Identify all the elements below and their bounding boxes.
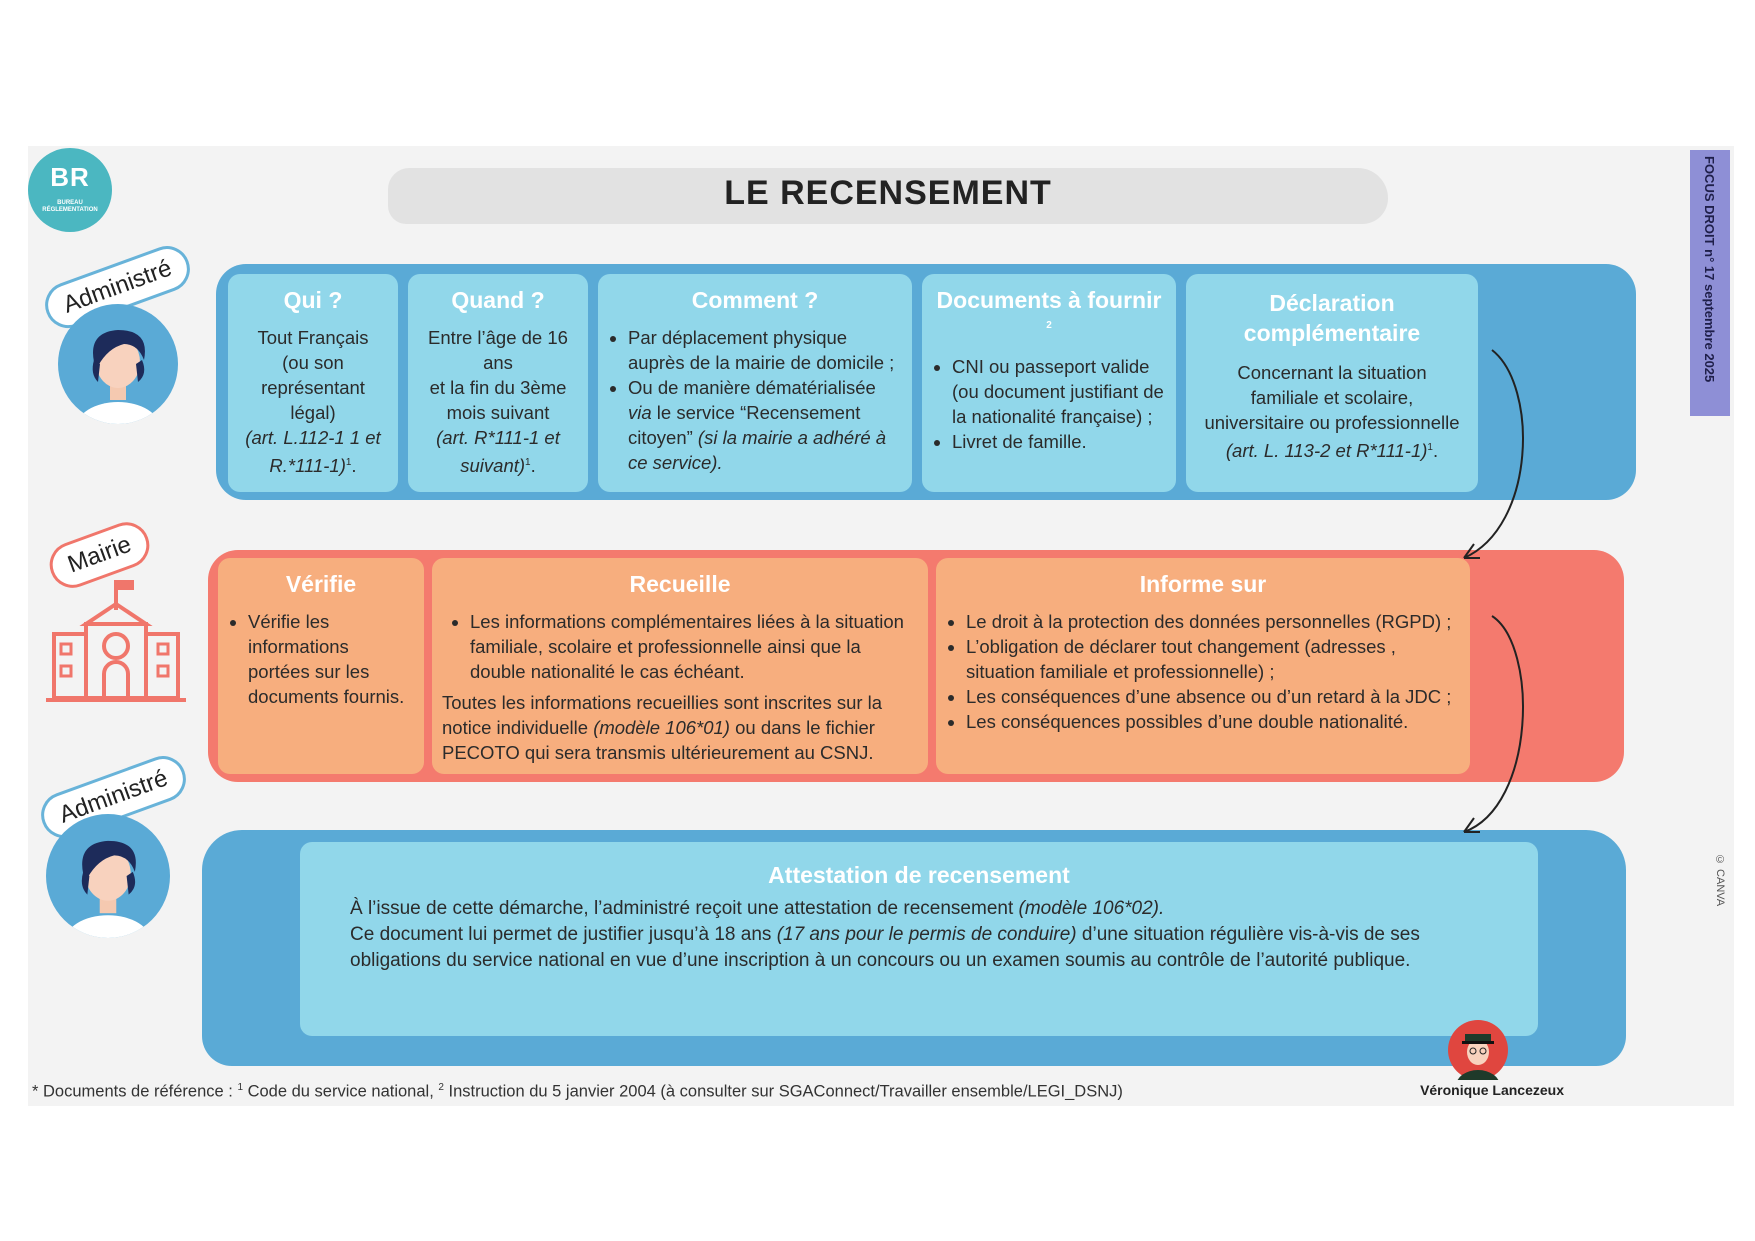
recueille-p-italic: (modèle 106*01) — [593, 717, 730, 738]
declaration-line3: universitaire ou professionnelle — [1204, 412, 1460, 433]
person-avatar-bottom — [46, 814, 170, 938]
comment-b2-mid: le service “Recensement citoyen” — [628, 402, 861, 448]
card-documents: Documents à fournir 2 CNI ou passeport v… — [922, 274, 1176, 492]
footnote: * Documents de référence : 1 Code du ser… — [32, 1082, 1123, 1102]
card-recueille-title: Recueille — [629, 571, 731, 597]
qui-ref: (art. L.112-1 1 et — [245, 427, 381, 448]
qui-end: . — [351, 455, 357, 477]
footnote-a: * Documents de référence : — [32, 1082, 238, 1101]
documents-bullet-2: Livret de famille. — [952, 429, 1166, 454]
attestation-p1-italic: (modèle 106*02). — [1018, 898, 1165, 919]
card-informe-title: Informe sur — [1139, 571, 1267, 597]
card-attestation: Attestation de recensement À l’issue de … — [300, 842, 1538, 1036]
card-quand-title: Quand ? — [451, 287, 545, 313]
comment-b2-italic: (si la mairie a adhéré à ce service). — [628, 427, 887, 473]
card-qui-title: Qui ? — [283, 287, 343, 313]
footnote-sup1: 1 — [237, 1082, 243, 1093]
logo-subtext: BUREAU RÉGLEMENTATION — [42, 200, 98, 213]
comment-b2-via: via — [628, 402, 652, 423]
recueille-paragraph: Toutes les informations recueillies sont… — [442, 690, 918, 765]
quand-sup: 1 — [525, 457, 531, 468]
attestation-paragraph-2: Ce document lui permet de justifier jusq… — [350, 922, 1488, 974]
canva-credit: © CANVA — [1714, 854, 1726, 907]
quand-ref2: suivant) — [460, 455, 526, 477]
recueille-p2: ou dans le fichier PECOTO qui sera trans… — [442, 717, 875, 763]
recueille-bullet-1: Les informations complémentaires liées à… — [470, 609, 918, 684]
recueille-p1: Toutes les informations recueillies sont… — [442, 692, 883, 738]
card-comment: Comment ? Par déplacement physique auprè… — [598, 274, 912, 492]
card-quand: Quand ? Entre l’âge de 16 ans et la fin … — [408, 274, 588, 492]
logo-text: BR — [50, 162, 90, 192]
card-attestation-title: Attestation de recensement — [768, 862, 1070, 888]
card-qui: Qui ? Tout Français (ou son représentant… — [228, 274, 398, 492]
card-verifie: Vérifie Vérifie les informations portées… — [218, 558, 424, 774]
card-documents-title: Documents à fournir 2 — [932, 288, 1166, 342]
attestation-p2-start: Ce document lui permet de justifier jusq… — [350, 924, 777, 945]
author-name: Véronique Lancezeux — [1420, 1082, 1564, 1098]
informe-bullet-3: Les conséquences d’une absence ou d’un r… — [966, 684, 1460, 709]
documents-title-text: Documents à fournir — [936, 287, 1162, 313]
card-informe: Informe sur Le droit à la protection des… — [936, 558, 1470, 774]
qui-line2: (ou son — [282, 352, 344, 373]
qui-line1: Tout Français — [257, 327, 369, 348]
declaration-line2: familiale et scolaire, — [1250, 387, 1414, 408]
attestation-paragraph-1: À l’issue de cette démarche, l’administr… — [350, 896, 1488, 922]
card-comment-title: Comment ? — [691, 287, 819, 313]
quand-end: . — [530, 455, 536, 477]
card-declaration: Déclaration complémentaire Concernant la… — [1186, 274, 1478, 492]
footnote-c: Instruction du 5 janvier 2004 (à consult… — [443, 1082, 1123, 1101]
attestation-p2-italic: (17 ans pour le permis de conduire) — [776, 924, 1077, 945]
footnote-b: Code du service national, — [243, 1082, 439, 1101]
declaration-line1: Concernant la situation — [1237, 362, 1427, 383]
attestation-p1: À l’issue de cette démarche, l’administr… — [350, 898, 1019, 919]
arrow-head-1-icon — [1463, 543, 1480, 559]
declaration-ref: (art. L. 113-2 et R*111-1) — [1225, 440, 1428, 462]
card-recueille: Recueille Les informations complémentair… — [432, 558, 928, 774]
card-verifie-title: Vérifie — [285, 571, 357, 597]
qui-ref2: R.*111-1) — [269, 455, 346, 477]
informe-bullet-2: L’obligation de déclarer tout changement… — [966, 634, 1460, 684]
comment-b2-start: Ou de manière dématérialisée — [628, 377, 876, 398]
documents-title-sup: 2 — [1046, 320, 1052, 331]
qui-sup: 1 — [345, 457, 352, 468]
person-icon — [76, 330, 160, 424]
town-hall-icon — [46, 574, 186, 704]
documents-bullet-1: CNI ou passeport valide (ou document jus… — [952, 354, 1166, 429]
quand-line2: et la fin du 3ème — [429, 377, 567, 398]
author-avatar — [1448, 1020, 1508, 1102]
comment-bullet-2: Ou de manière dématérialisée via le serv… — [628, 375, 902, 475]
author-icon — [1456, 1034, 1500, 1102]
quand-ref: (art. R*111-1 et — [436, 427, 560, 448]
declaration-end: . — [1432, 440, 1439, 462]
page-title: LE RECENSEMENT — [724, 174, 1052, 212]
informe-bullet-4: Les conséquences possibles d’une double … — [966, 709, 1460, 734]
comment-bullet-1: Par déplacement physique auprès de la ma… — [628, 325, 902, 375]
informe-bullet-1: Le droit à la protection des données per… — [966, 609, 1460, 634]
footnote-sup2: 2 — [438, 1082, 444, 1093]
card-declaration-title: Déclaration complémentaire — [1243, 290, 1421, 346]
title-brush — [388, 168, 1388, 224]
verifie-bullet-1: Vérifie les informations portées sur les… — [248, 609, 414, 709]
br-logo: BR BUREAU RÉGLEMENTATION — [28, 148, 112, 232]
focus-tag: FOCUS DROIT n° 17 septembre 2025 — [1690, 150, 1730, 416]
quand-line1: Entre l’âge de 16 ans — [428, 327, 568, 373]
infographic: BR BUREAU RÉGLEMENTATION LE RECENSEMENT … — [28, 146, 1734, 1106]
person-icon — [65, 840, 151, 938]
qui-line3: représentant légal) — [261, 377, 365, 423]
attestation-p2-end: d’une situation régulière vis-à-vis de s… — [350, 924, 1420, 971]
flow-arrows — [1463, 349, 1524, 833]
focus-tag-text: FOCUS DROIT n° 17 septembre 2025 — [1702, 156, 1717, 383]
quand-line3: mois suivant — [446, 402, 550, 423]
person-avatar-top — [58, 304, 178, 424]
declaration-sup: 1 — [1427, 442, 1433, 453]
arrow-head-2-icon — [1463, 817, 1480, 833]
